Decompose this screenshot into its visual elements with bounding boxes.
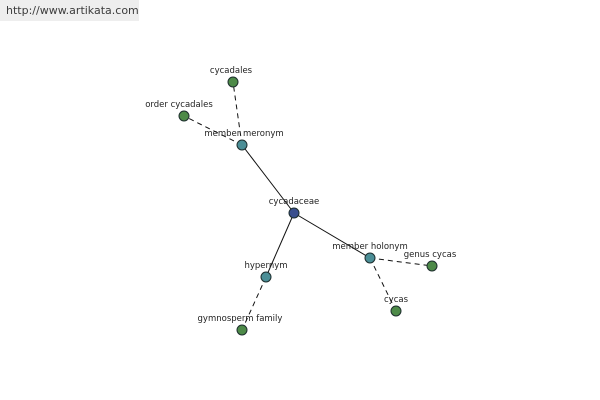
node-label-order-cycadales: order cycadales — [145, 100, 213, 110]
site-banner: http://www.artikata.com — [0, 0, 139, 21]
node-label-holonym: member holonym — [332, 242, 407, 252]
edge-meronym-order-cycadales — [183, 115, 243, 146]
node-marker-hypernym[interactable] — [260, 271, 272, 283]
node-cycadales[interactable]: cycadales — [210, 66, 253, 88]
node-marker-meronym[interactable] — [236, 139, 248, 151]
node-marker-order-cycadales[interactable] — [178, 110, 190, 122]
node-label-gymnosperm-family: gymnosperm family — [198, 314, 283, 324]
node-label-meronym: member meronym — [204, 129, 283, 139]
node-label-cycas: cycas — [384, 295, 409, 305]
edge-hypernym-gymnosperm-family — [241, 276, 267, 331]
node-marker-cycadaceae[interactable] — [288, 207, 300, 219]
graph-edges — [183, 81, 433, 331]
graph-nodes: cycadaceae member meronym hypernym member h… — [145, 66, 457, 336]
node-holonym[interactable]: member holonym — [332, 242, 408, 264]
node-genus-cycas[interactable]: genus cycas — [404, 250, 457, 272]
node-label-cycadaceae: cycadaceae — [269, 197, 320, 207]
node-cycas[interactable]: cycas — [384, 295, 409, 317]
node-hypernym[interactable]: hypernym — [244, 261, 288, 283]
node-gymnosperm-family[interactable]: gymnosperm family — [198, 314, 283, 336]
node-marker-holonym[interactable] — [364, 252, 376, 264]
node-marker-cycas[interactable] — [390, 305, 402, 317]
node-marker-genus-cycas[interactable] — [426, 260, 438, 272]
node-cycadaceae[interactable]: cycadaceae — [269, 197, 320, 219]
site-url[interactable]: http://www.artikata.com — [6, 4, 139, 17]
edge-holonym-genus-cycas — [369, 257, 433, 267]
node-label-hypernym: hypernym — [244, 261, 287, 271]
node-label-cycadales: cycadales — [210, 66, 253, 76]
edge-holonym-cycas — [369, 257, 397, 312]
node-marker-gymnosperm-family[interactable] — [236, 324, 248, 336]
node-order-cycadales[interactable]: order cycadales — [145, 100, 213, 122]
edge-cycadaceae-meronym — [241, 144, 295, 214]
edge-cycadaceae-hypernym — [265, 212, 295, 278]
edge-meronym-cycadales — [232, 81, 243, 146]
node-label-genus-cycas: genus cycas — [404, 250, 457, 260]
node-meronym[interactable]: member meronym — [204, 129, 284, 151]
edge-cycadaceae-holonym — [293, 212, 371, 259]
node-marker-cycadales[interactable] — [227, 76, 239, 88]
